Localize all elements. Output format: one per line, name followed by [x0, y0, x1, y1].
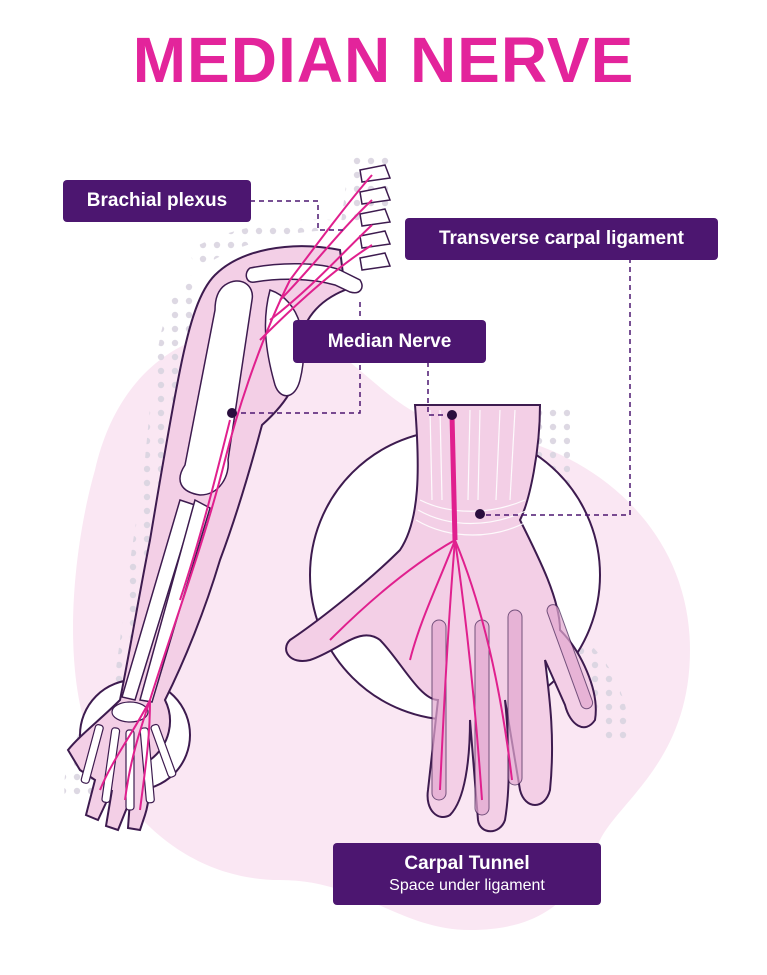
finger-dot-shadow	[575, 640, 630, 740]
arm-nerves	[99, 174, 373, 811]
label-carpal-tunnel: Carpal Tunnel Space under ligament	[333, 843, 601, 905]
cervical-vertebrae	[359, 164, 392, 271]
carpal-tunnel-subtitle: Space under ligament	[389, 877, 545, 894]
radius-bone	[121, 499, 196, 701]
humerus	[179, 280, 254, 496]
clavicle	[245, 263, 363, 294]
median-nerve-point-hand	[447, 410, 457, 420]
median-nerve-point-arm	[227, 408, 237, 418]
leader-lines	[232, 200, 631, 516]
ulna-bone	[139, 498, 211, 703]
hand-tendons	[415, 409, 531, 536]
label-transverse-carpal-ligament: Transverse carpal ligament	[405, 218, 718, 260]
carpal-tunnel-title: Carpal Tunnel	[404, 853, 530, 874]
label-brachial-plexus: Brachial plexus	[63, 180, 251, 222]
hand-nerves	[329, 414, 513, 801]
hand-bones	[80, 701, 177, 811]
label-median-nerve: Median Nerve	[293, 320, 486, 363]
ligament-point	[475, 509, 485, 519]
page-title: MEDIAN NERVE	[132, 24, 635, 96]
